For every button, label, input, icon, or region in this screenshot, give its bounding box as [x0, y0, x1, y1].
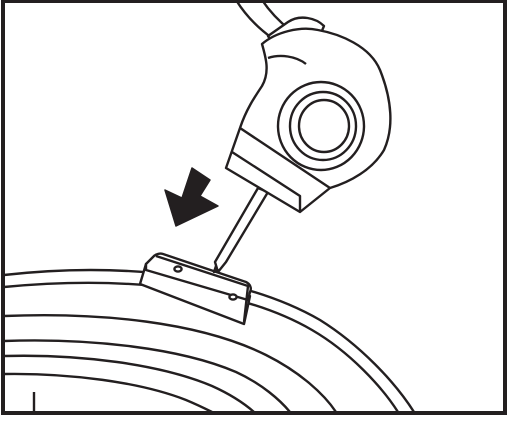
valve-socket-edge: [155, 254, 250, 323]
valve-hole-right: [228, 293, 238, 301]
lid-inner-curve-2: [3, 339, 291, 413]
appliance-lid: [3, 268, 416, 414]
probe-needle-shaft: [213, 186, 270, 274]
probe-handle-bottom-edge: [231, 150, 302, 212]
probe-needle: [212, 186, 270, 274]
lid-inner-curve-1: [3, 313, 337, 413]
probe-handle-contour: [267, 54, 307, 65]
lid-outer-edge: [3, 268, 416, 413]
lid-inner-curve-4: [3, 372, 213, 414]
diagram-frame: [1, 0, 507, 415]
valve-hole-left: [173, 265, 183, 273]
probe-needle-tip: [212, 265, 221, 274]
temperature-probe: [224, 0, 392, 214]
valve-socket: [138, 252, 252, 326]
insert-arrow-icon: [164, 167, 219, 227]
probe-handle-front-edge: [239, 127, 331, 189]
lid-rim-line: [3, 281, 400, 413]
probe-knob-center: [297, 98, 351, 154]
lid-inner-curve-3: [3, 354, 255, 413]
valve-socket-top: [144, 252, 252, 302]
